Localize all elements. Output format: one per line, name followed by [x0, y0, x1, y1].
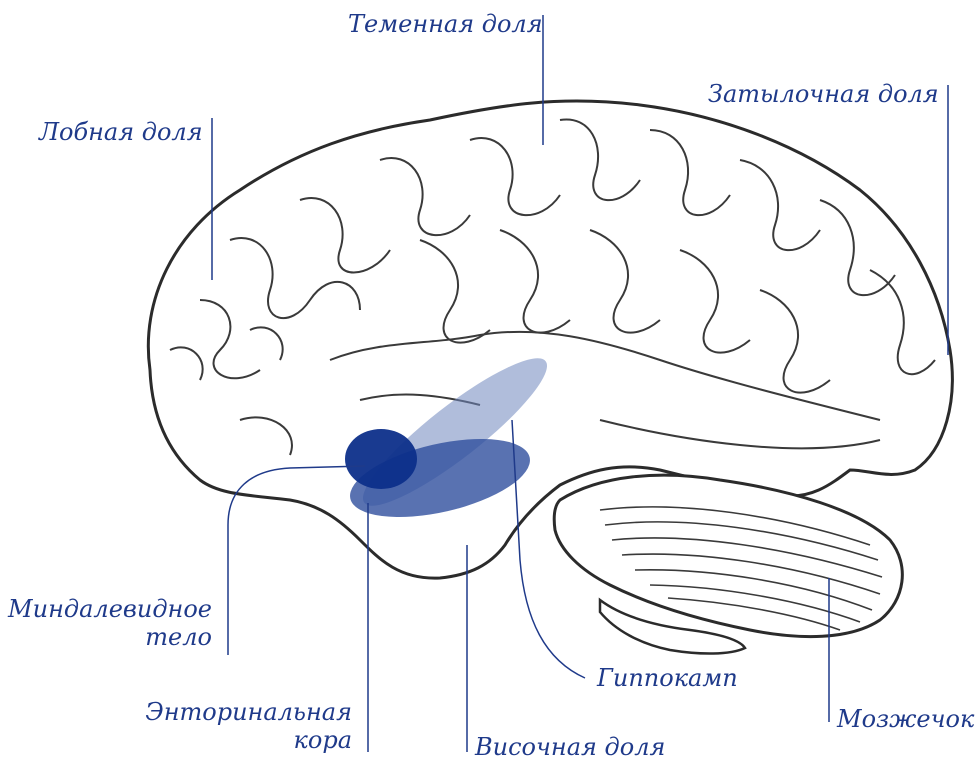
label-occipital-lobe: Затылочная доля: [708, 80, 939, 108]
label-parietal-lobe: Теменная доля: [348, 10, 543, 38]
label-entorhinal-cortex: Энторинальная кора: [120, 698, 352, 754]
label-frontal-lobe: Лобная доля: [39, 118, 203, 146]
label-cerebellum: Мозжечок: [837, 705, 974, 733]
label-amygdala: Миндалевидное тело: [4, 595, 212, 651]
amygdala-region: [345, 429, 417, 489]
label-temporal-lobe: Височная доля: [475, 733, 665, 761]
label-hippocampus: Гиппокамп: [597, 664, 738, 692]
